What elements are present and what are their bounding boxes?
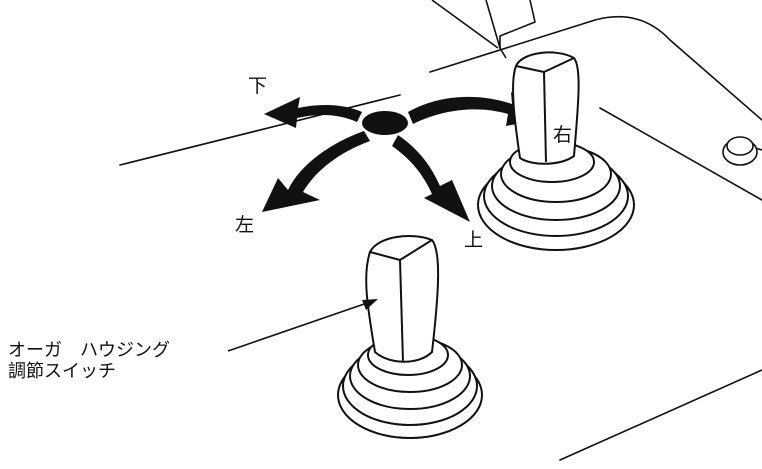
small-knob [722,136,758,166]
direction-label-up: 上 [464,229,484,251]
arrow-up-direction [392,135,470,222]
direction-label-right: 右 [553,124,573,146]
direction-arrows [262,92,548,222]
top-bracket [431,0,536,59]
direction-label-down: 下 [248,75,268,97]
joystick-right [477,51,635,251]
direction-label-left: 左 [235,214,255,236]
callout-leader [227,299,378,352]
arrow-down-direction [264,97,362,128]
panel-front-edge [119,94,401,166]
arrow-center-dot [362,111,408,135]
joystick-auger [337,235,483,439]
arrow-left-direction [262,131,370,212]
callout-line-2: 調節スイッチ [8,361,116,382]
callout-line-1: オーガ ハウジング [8,340,170,361]
panel-lower-edge [559,369,762,461]
callout-label: オーガ ハウジング 調節スイッチ [8,340,170,382]
panel-outline [119,15,762,461]
panel-top-edge [429,15,762,121]
panel-inner-edge [599,107,762,201]
